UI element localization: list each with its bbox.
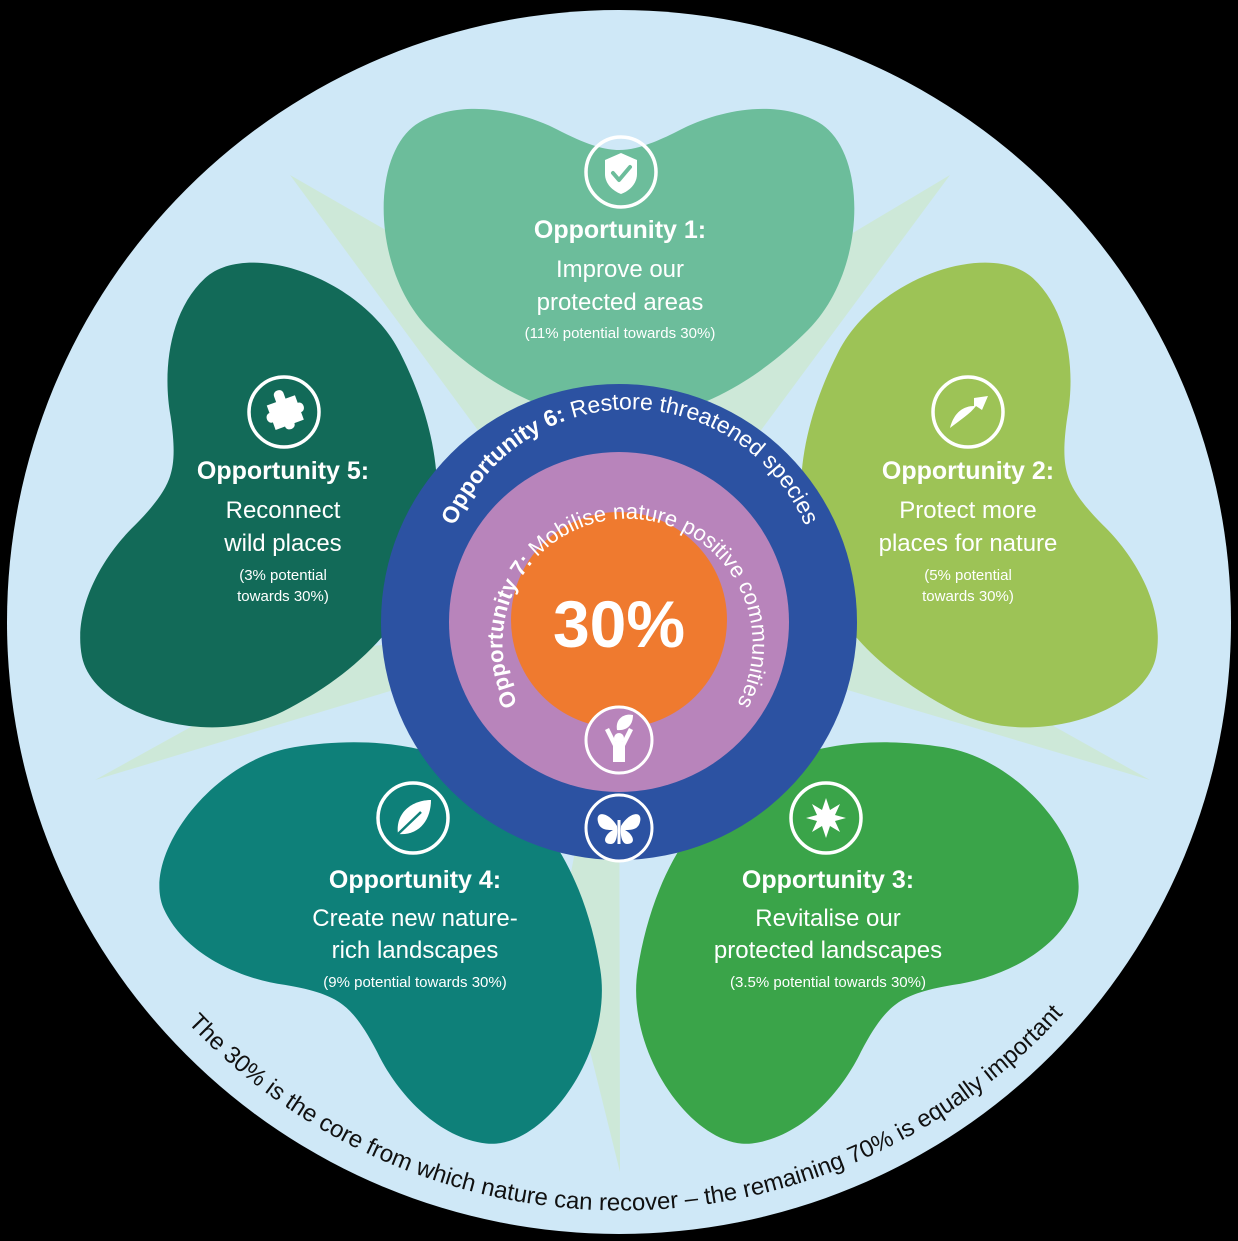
- opportunity-3-potential: (3.5% potential towards 30%): [730, 974, 926, 991]
- opportunity-1-text: Opportunity 1: Improve our protected are…: [525, 216, 716, 342]
- center-label: 30%: [553, 587, 685, 661]
- puzzle-icon: [247, 375, 321, 449]
- opportunity-5-text: Opportunity 5: Reconnect wild places (3%…: [197, 457, 369, 605]
- opportunity-1-title: Opportunity 1:: [534, 216, 706, 244]
- opportunity-4-line-2: rich landscapes: [332, 937, 499, 964]
- center-circle: [511, 512, 727, 728]
- shield-check-icon: [584, 135, 658, 209]
- leaf-icon: [376, 781, 450, 855]
- opportunity-1-line-1: Improve our: [556, 256, 684, 283]
- petal-opportunity-4: [159, 742, 602, 1144]
- opportunity-4-potential: (9% potential towards 30%): [323, 974, 506, 991]
- opportunity-2-potential-2: towards 30%): [922, 588, 1014, 605]
- petal-opportunity-1: [383, 108, 855, 421]
- opportunity-4-text: Opportunity 4: Create new nature- rich l…: [312, 866, 517, 991]
- opportunity-5-line-2: wild places: [223, 530, 341, 557]
- person-leaf-icon: [584, 705, 654, 775]
- opportunity-5-potential-1: (3% potential: [239, 567, 327, 584]
- butterfly-icon: [584, 793, 654, 863]
- opportunity-1-line-2: protected areas: [537, 289, 704, 316]
- opportunity-1-potential: (11% potential towards 30%): [525, 325, 716, 342]
- opportunity-5-title: Opportunity 5:: [197, 457, 369, 485]
- opportunity-4-title: Opportunity 4:: [329, 866, 501, 894]
- petals: [80, 108, 1158, 1144]
- opportunity-2-potential-1: (5% potential: [924, 567, 1012, 584]
- opportunity-5-line-1: Reconnect: [226, 497, 341, 524]
- opportunity-4-line-1: Create new nature-: [312, 905, 517, 932]
- opportunity-3-line-1: Revitalise our: [755, 905, 900, 932]
- opportunity-3-line-2: protected landscapes: [714, 937, 942, 964]
- arrow-up-right-icon: [931, 375, 1005, 449]
- opportunity-3-title: Opportunity 3:: [742, 866, 914, 894]
- opportunity-2-title: Opportunity 2:: [882, 457, 1054, 485]
- petal-opportunity-2: [800, 262, 1158, 728]
- opportunity-2-text: Opportunity 2: Protect more places for n…: [879, 457, 1058, 605]
- opportunity-2-line-2: places for nature: [879, 530, 1058, 557]
- opportunity-5-potential-2: towards 30%): [237, 588, 329, 605]
- star-burst-icon: [789, 781, 863, 855]
- petal-opportunity-3: [636, 742, 1079, 1144]
- opportunity-2-line-1: Protect more: [899, 497, 1036, 524]
- petal-opportunity-5: [80, 262, 438, 728]
- opportunity-3-text: Opportunity 3: Revitalise our protected …: [714, 866, 942, 991]
